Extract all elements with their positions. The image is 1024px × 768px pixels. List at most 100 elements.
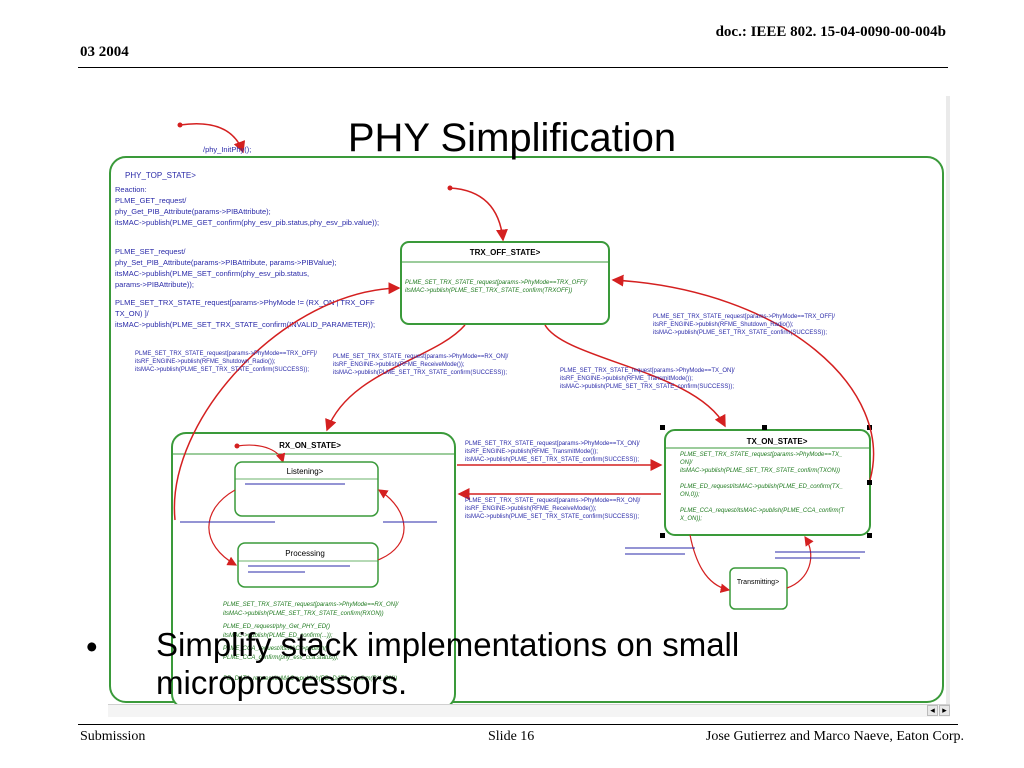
bullet-marker: • bbox=[86, 628, 98, 665]
reaction-line: phy_Set_PIB_Attribute(params->PIBAttribu… bbox=[115, 258, 337, 267]
rx-on-line: itsMAC->publish(PLME_SET_TRX_STATE_confi… bbox=[223, 611, 384, 617]
scroll-left-icon[interactable]: ◂ bbox=[927, 705, 938, 716]
rx-on-line: PD_DATA_request/itsMAC->publish(PD_DATA_… bbox=[223, 676, 397, 682]
transition-line: PLME_SET_TRX_STATE_request[params->PhyMo… bbox=[135, 351, 317, 357]
rx-on-text: PLME_SET_TRX_STATE_request[params->PhyMo… bbox=[223, 602, 400, 682]
rx-to-tx-label: PLME_SET_TRX_STATE_request[params->PhyMo… bbox=[465, 441, 640, 463]
rx-to-off-arrow bbox=[173, 282, 401, 521]
tx-on-state-label: TX_ON_STATE> bbox=[747, 437, 808, 446]
tx-on-line: PLME_SET_TRX_STATE_request[params->PhyMo… bbox=[680, 452, 842, 458]
trx-off-state-label: TRX_OFF_STATE> bbox=[470, 248, 541, 257]
reaction-line: TX_ON) ]/ bbox=[115, 309, 150, 318]
transition-line: itsRF_ENGINE->publish(RFME_TransmitMode(… bbox=[560, 376, 693, 382]
transmitting-state-label: Transmitting> bbox=[737, 579, 779, 586]
reaction-line: PLME_SET_TRX_STATE_request[params->PhyMo… bbox=[115, 298, 375, 307]
transition-line: itsRF_ENGINE->publish(RFME_ReceiveMode()… bbox=[465, 506, 597, 512]
transition-line: itsRF_ENGINE->publish(RFME_Shutdown_Radi… bbox=[135, 359, 276, 365]
transition-line: itsRF_ENGINE->publish(RFME_ReceiveMode()… bbox=[333, 362, 465, 368]
listening-state-box bbox=[234, 461, 379, 517]
reaction-text: Reaction: PLME_GET_request/ phy_Get_PIB_… bbox=[115, 185, 379, 329]
selection-handle bbox=[867, 480, 872, 485]
trx-off-initial-dot bbox=[447, 185, 453, 191]
phy-top-state-label: PHY_TOP_STATE> bbox=[125, 171, 196, 180]
trx-off-entry-arrow bbox=[449, 187, 508, 242]
footer-authors: Jose Gutierrez and Marco Naeve, Eaton Co… bbox=[705, 729, 964, 744]
transition-line: itsMAC->publish(PLME_SET_TRX_STATE_confi… bbox=[465, 457, 639, 463]
reaction-line: Reaction: bbox=[115, 185, 147, 194]
transition-line: itsMAC->publish(PLME_SET_TRX_STATE_confi… bbox=[333, 370, 507, 376]
reaction-line: PLME_SET_request/ bbox=[115, 247, 186, 256]
reaction-line: PLME_GET_request/ bbox=[115, 196, 187, 205]
tx-to-transmitting-arrow bbox=[689, 534, 731, 593]
rx-on-line: PLME_ED_request/phy_Get_PHY_ED() bbox=[223, 624, 330, 630]
transition-line: itsRF_ENGINE->publish(RFME_TransmitMode(… bbox=[465, 449, 598, 455]
diagram-vertical-scroll[interactable] bbox=[946, 96, 950, 704]
reaction-line: itsMAC->publish(PLME_SET_TRX_STATE_confi… bbox=[115, 320, 375, 329]
tx-on-line: X_ON)); bbox=[679, 516, 702, 522]
processing-state-label: Processing bbox=[285, 549, 325, 558]
slide-title: PHY Simplification bbox=[347, 116, 677, 160]
listening-state-label: Listening> bbox=[287, 467, 324, 476]
initial-pseudostate bbox=[177, 122, 183, 128]
transition-line: PLME_SET_TRX_STATE_request[params->PhyMo… bbox=[465, 498, 641, 504]
transition-line: PLME_SET_TRX_STATE_request[params->PhyMo… bbox=[333, 354, 509, 360]
reaction-line: phy_Get_PIB_Attribute(params->PIBAttribu… bbox=[115, 207, 271, 216]
off-to-rx-arrow bbox=[325, 324, 466, 432]
transmitting-to-tx-arrow bbox=[786, 536, 814, 589]
header-rule bbox=[78, 67, 948, 68]
trx-off-line: PLME_SET_TRX_STATE_request[params->PhyMo… bbox=[405, 280, 588, 286]
rx-on-state-label: RX_ON_STATE> bbox=[279, 441, 341, 450]
tx-on-line: itsMAC->publish(PLME_SET_TRX_STATE_confi… bbox=[680, 468, 840, 474]
transition-line: PLME_SET_TRX_STATE_request[params->PhyMo… bbox=[653, 314, 835, 320]
listening-to-processing-arrow bbox=[208, 489, 238, 566]
transition-line: itsMAC->publish(PLME_SET_TRX_STATE_confi… bbox=[465, 514, 639, 520]
selection-handle bbox=[867, 533, 872, 538]
bullet-text: Simplify stack implementations on small … bbox=[156, 626, 740, 701]
tx-on-line: PLME_CCA_request/itsMAC->publish(PLME_CC… bbox=[680, 508, 846, 514]
transition-line: itsMAC->publish(PLME_SET_TRX_STATE_confi… bbox=[560, 384, 734, 390]
selection-handle bbox=[762, 425, 767, 430]
selection-handle bbox=[660, 425, 665, 430]
trx-off-text: PLME_SET_TRX_STATE_request[params->PhyMo… bbox=[405, 280, 588, 294]
off-to-tx-label: PLME_SET_TRX_STATE_request[params->PhyMo… bbox=[560, 368, 735, 390]
tx-on-line: PLME_ED_request/itsMAC->publish(PLME_ED_… bbox=[680, 484, 843, 490]
rx-on-line: PLME_CCA_request/itsMAC->publish( bbox=[223, 646, 327, 652]
footer-rule bbox=[78, 724, 958, 725]
off-to-rx-label: PLME_SET_TRX_STATE_request[params->PhyMo… bbox=[333, 354, 509, 376]
tx-on-text: PLME_SET_TRX_STATE_request[params->PhyMo… bbox=[679, 452, 846, 522]
tx-to-rx-label: PLME_SET_TRX_STATE_request[params->PhyMo… bbox=[465, 498, 641, 520]
tx-on-line: ON,0)); bbox=[680, 492, 700, 498]
processing-state-box bbox=[237, 542, 379, 588]
scroll-right-icon[interactable]: ▸ bbox=[939, 705, 950, 716]
footer-slide-number: Slide 16 bbox=[488, 729, 535, 744]
trx-off-line: itsMAC->publish(PLME_SET_TRX_STATE_confi… bbox=[405, 288, 572, 294]
tx-to-off-label: PLME_SET_TRX_STATE_request[params->PhyMo… bbox=[653, 314, 835, 336]
tx-to-off-arrow bbox=[611, 274, 875, 481]
init-label: /phy_InitPhy(); bbox=[203, 145, 251, 154]
transition-line: itsMAC->publish(PLME_SET_TRX_STATE_confi… bbox=[135, 367, 309, 373]
footer-submission: Submission bbox=[80, 729, 146, 744]
tx-on-line: ON]/ bbox=[680, 460, 694, 466]
processing-to-listening-arrow bbox=[377, 489, 405, 561]
transition-line: PLME_SET_TRX_STATE_request[params->PhyMo… bbox=[560, 368, 735, 374]
selection-handle bbox=[660, 533, 665, 538]
transition-line: itsRF_ENGINE->publish(RFME_Shutdown_Radi… bbox=[653, 322, 794, 328]
document-id: doc.: IEEE 802. 15-04-0090-00-004b bbox=[715, 24, 946, 40]
phy-top-state-box bbox=[109, 156, 944, 703]
transmitting-state-box bbox=[729, 567, 788, 610]
state-diagram: PHY_TOP_STATE> Reaction: PLME_GET_reques… bbox=[109, 122, 944, 709]
reaction-line: itsMAC->publish(PLME_GET_confirm(phy_esv… bbox=[115, 218, 379, 227]
reaction-line: params->PIBAttribute)); bbox=[115, 280, 194, 289]
transition-line: PLME_SET_TRX_STATE_request[params->PhyMo… bbox=[465, 441, 640, 447]
reaction-line: itsMAC->publish(PLME_SET_confirm(phy_esv… bbox=[115, 269, 309, 278]
rx-on-initial-dot bbox=[234, 443, 240, 449]
transition-line: itsMAC->publish(PLME_SET_TRX_STATE_confi… bbox=[653, 330, 827, 336]
off-to-tx-arrow bbox=[544, 324, 726, 428]
rx-on-initial-arrow bbox=[236, 444, 286, 464]
document-date: 03 2004 bbox=[80, 44, 129, 60]
initial-transition-arrow bbox=[179, 123, 246, 154]
rx-on-line: PLME_SET_TRX_STATE_request[params->PhyMo… bbox=[223, 602, 400, 608]
diagram-horizontal-scrollbar[interactable]: ◂ ▸ bbox=[108, 704, 950, 717]
rx-to-off-label: PLME_SET_TRX_STATE_request[params->PhyMo… bbox=[135, 351, 317, 373]
rx-on-line: PLME_CCA_confirm(phy_esv_cca.status)); bbox=[223, 655, 339, 661]
